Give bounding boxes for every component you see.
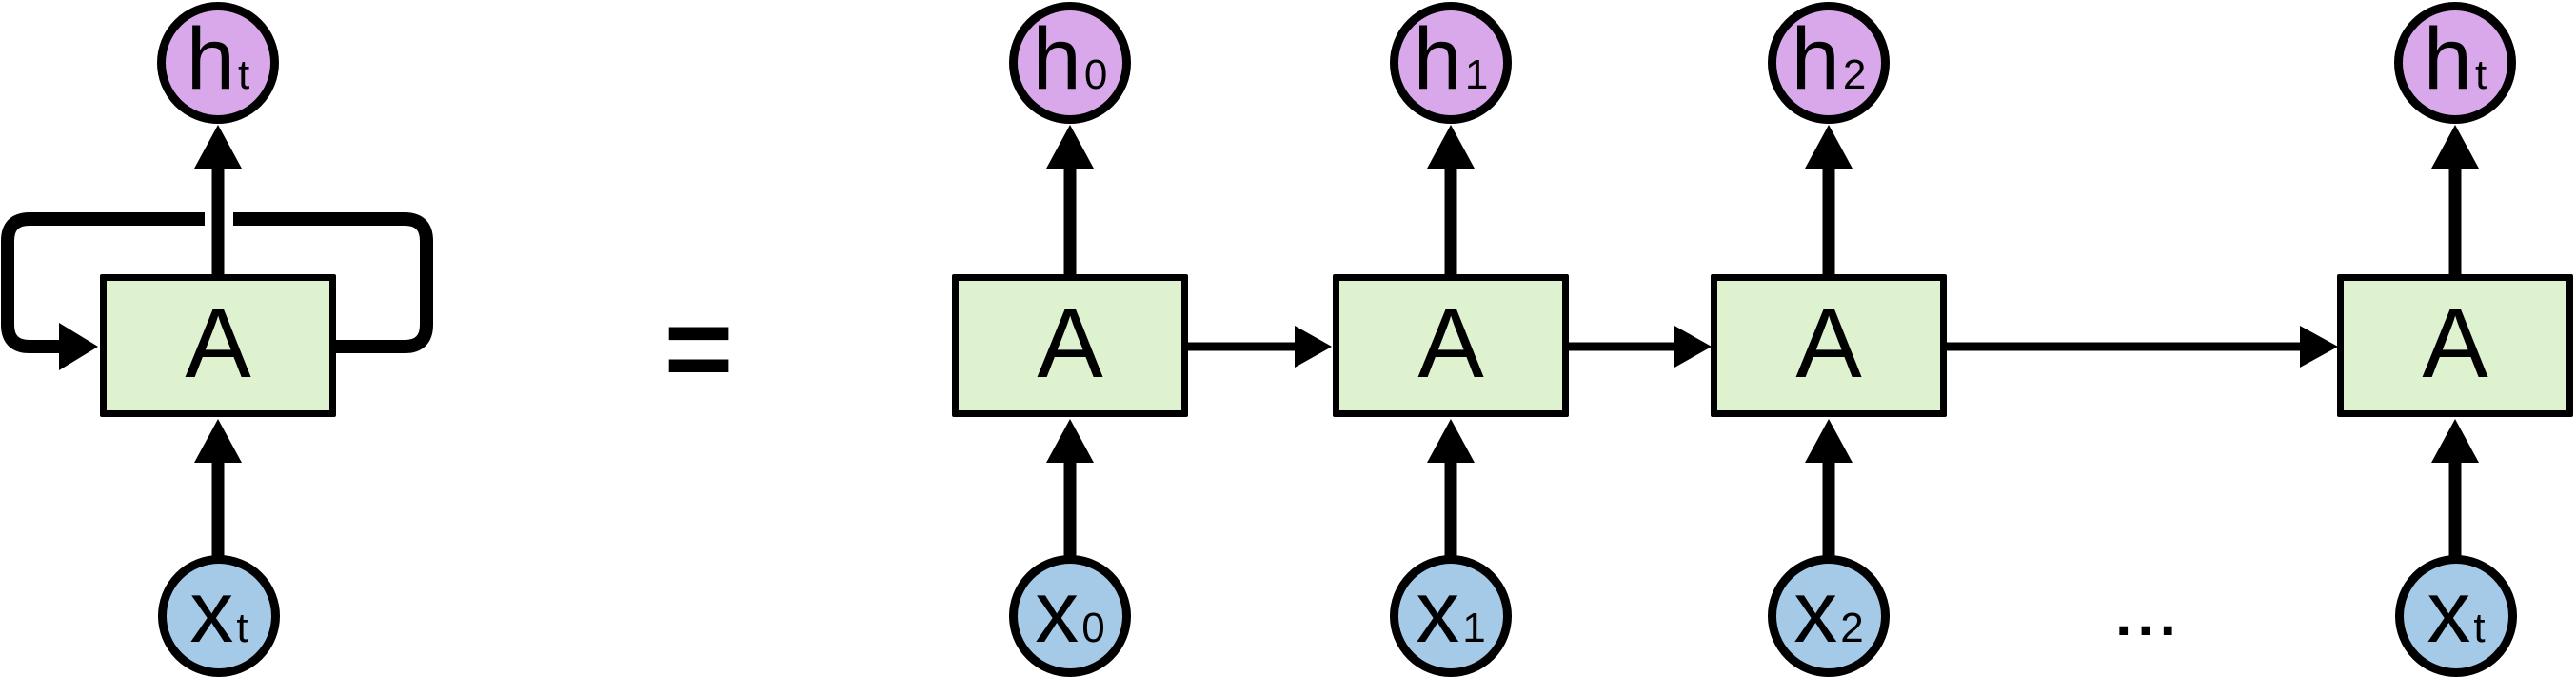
output-arrow-h2 (1805, 125, 1853, 276)
input-arrow-xt (2431, 419, 2479, 557)
input-node-x2: x 2 (1768, 555, 1890, 677)
output-arrow-ht (2431, 125, 2479, 276)
hidden-state-node-h0: h 0 (1009, 2, 1131, 124)
input-label: x 0 (1035, 564, 1105, 661)
equals-sign: = (664, 282, 734, 415)
hidden-state-node-folded: h t (157, 2, 279, 124)
input-node-xt: x t (2395, 555, 2517, 677)
cell-label: A (2422, 289, 2488, 399)
hidden-state-node-h2: h 2 (1768, 2, 1890, 124)
cell-label: A (1795, 289, 1862, 399)
rnn-cell-folded: A (100, 274, 336, 417)
state-arrow-1-2 (1569, 326, 1712, 368)
input-arrow-x1 (1427, 419, 1475, 557)
input-label: x 1 (1416, 564, 1486, 661)
input-arrow-x2 (1805, 419, 1853, 557)
output-arrow-h1 (1427, 125, 1475, 276)
input-arrow-x0 (1046, 419, 1094, 557)
hidden-state-node-ht: h t (2394, 2, 2516, 124)
input-label: x t (2427, 564, 2486, 661)
input-node-x1: x 1 (1390, 555, 1512, 677)
input-label: x t (189, 564, 248, 661)
rnn-cell-0: A (952, 274, 1188, 417)
input-node-folded: x t (158, 555, 280, 677)
output-arrow-folded (194, 125, 242, 276)
hidden-state-node-h1: h 1 (1390, 2, 1512, 124)
recurrence-loop-right (233, 212, 433, 353)
input-node-x0: x 0 (1009, 555, 1131, 677)
recurrence-loop-arrowhead (59, 323, 98, 370)
output-arrow-h0 (1046, 125, 1094, 276)
hidden-state-label: h 0 (1032, 10, 1108, 108)
input-label: x 2 (1793, 564, 1864, 661)
recurrence-loop-left (1, 212, 205, 353)
rnn-cell-2: A (1711, 274, 1947, 417)
hidden-state-label: h t (2423, 10, 2487, 108)
ellipsis-continuation: ... (2115, 583, 2182, 649)
rnn-cell-t: A (2337, 274, 2573, 417)
hidden-state-label: h 2 (1791, 10, 1867, 108)
state-arrow-2-t (1945, 326, 2338, 368)
hidden-state-label: h 1 (1413, 10, 1489, 108)
cell-label: A (1417, 289, 1484, 399)
cell-label: A (1037, 289, 1103, 399)
rnn-cell-1: A (1333, 274, 1569, 417)
hidden-state-label: h t (186, 10, 250, 108)
cell-label: A (185, 289, 251, 399)
input-arrow-folded (194, 419, 242, 557)
state-arrow-0-1 (1188, 326, 1332, 368)
